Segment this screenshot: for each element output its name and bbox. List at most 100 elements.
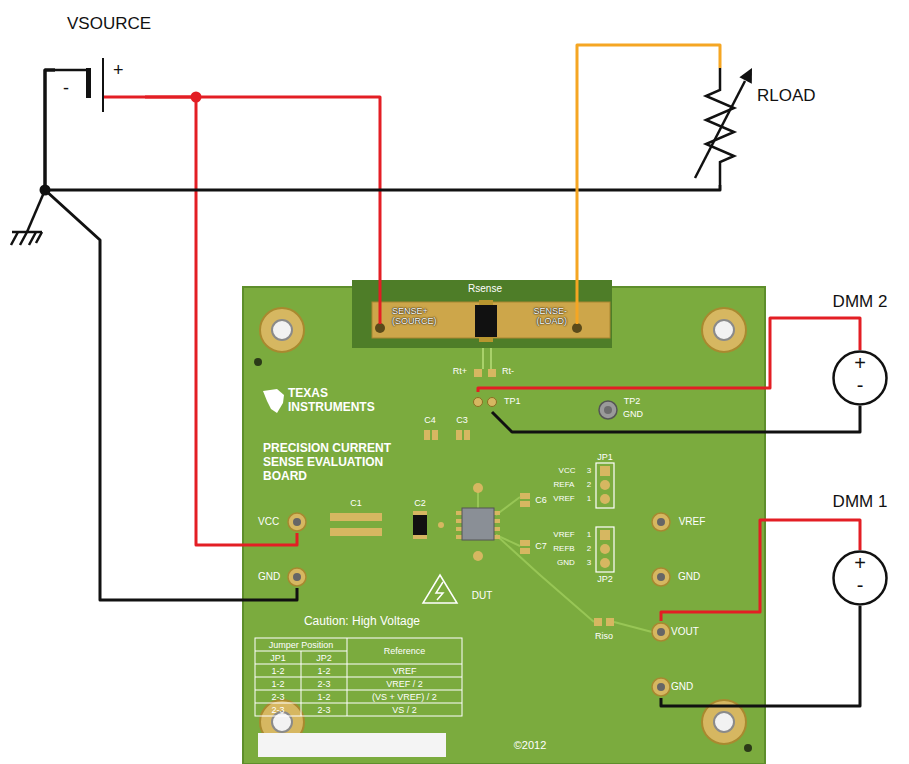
table-cell: Jumper Position — [269, 639, 334, 649]
jumper-header — [594, 463, 614, 626]
pin-number: 2 — [587, 544, 591, 553]
jumper-header — [596, 527, 614, 572]
capacitor-pads — [520, 540, 530, 546]
terminal-pad — [293, 573, 301, 581]
dut-chip — [456, 519, 462, 523]
capacitor-pads — [413, 511, 427, 515]
part-name: Riso — [595, 631, 613, 641]
jumper-header — [600, 466, 610, 476]
variable-resistor: RLOAD — [695, 68, 745, 185]
sense-resistor-strip — [479, 300, 493, 306]
ti-logo — [263, 389, 284, 413]
jumper-header — [596, 463, 614, 508]
table-cell: 1-2 — [317, 691, 330, 701]
warning-symbol — [423, 575, 457, 603]
battery-source: VSOURCE-+ — [55, 58, 145, 112]
battery-plate — [102, 58, 104, 112]
battery-lead — [104, 96, 145, 99]
sense-resistor-strip — [475, 305, 497, 337]
table-cell: VS / 2 — [392, 704, 417, 714]
table-cell: 1-2 — [271, 665, 284, 675]
jumper-header — [600, 494, 610, 504]
multimeter: DMM 1+- — [832, 550, 888, 606]
pcb-trace — [614, 622, 652, 632]
jumper-table-grid — [301, 651, 302, 716]
pin-label: REFB — [553, 544, 574, 553]
wire — [478, 318, 860, 392]
wire — [145, 97, 380, 280]
jumper-table-grid — [255, 638, 462, 716]
dut-chip — [456, 535, 462, 539]
jumper-header — [594, 618, 602, 626]
jumper-header — [600, 480, 610, 490]
table-cell: 2-3 — [271, 704, 284, 714]
dut-chip — [473, 483, 483, 493]
pin-label: Rt- — [502, 366, 514, 376]
source-label: VSOURCE — [67, 14, 151, 34]
jumper-table-grid — [255, 664, 462, 665]
mounting-hole — [272, 712, 292, 732]
terminal-label: GND — [258, 571, 280, 583]
wire-junction — [191, 92, 202, 103]
capacitor-pads — [464, 430, 470, 440]
polarity-mark: + — [854, 352, 866, 375]
warning-symbol — [436, 582, 443, 600]
terminal-pad — [652, 623, 670, 641]
meter-circle — [834, 552, 887, 605]
resistor-symbol — [695, 68, 745, 185]
table-cell: VREF / 2 — [386, 678, 423, 688]
table-cell: JP2 — [316, 652, 332, 662]
test-pads — [488, 398, 497, 407]
part-name: C4 — [424, 415, 436, 425]
pcb-trace — [496, 497, 520, 515]
mounting-hole — [702, 308, 746, 352]
table-cell: Reference — [384, 646, 426, 656]
test-pads — [488, 369, 496, 377]
terminal-label: SENSE+ (SOURCE) — [392, 306, 442, 327]
capacitor-pads — [520, 548, 530, 554]
serial-label-area — [258, 733, 446, 757]
pcb-board — [243, 287, 765, 764]
adjust-arrow — [695, 81, 745, 178]
mounting-hole — [714, 320, 734, 340]
pcb-trace — [496, 535, 520, 546]
terminal-pad — [293, 518, 301, 526]
mounting-hole — [260, 308, 746, 744]
wire-junction — [40, 185, 51, 196]
jumper-header — [600, 530, 610, 540]
terminal-label: GND — [678, 571, 700, 583]
part-name: DUT — [472, 590, 493, 602]
battery-lead — [55, 69, 86, 72]
wire — [577, 45, 720, 280]
test-pads — [604, 406, 612, 414]
part-name: JP2 — [597, 574, 613, 584]
polarity-mark: - — [857, 574, 864, 597]
meter-label: DMM 1 — [833, 492, 888, 512]
pin-number: 3 — [587, 466, 591, 475]
sense-resistor-strip — [576, 280, 579, 324]
pin-number: 2 — [587, 480, 591, 489]
pin-label: VCC — [559, 466, 576, 475]
part-name: C3 — [456, 415, 468, 425]
terminal-pad — [657, 573, 665, 581]
capacitor-pads — [424, 430, 430, 440]
capacitor-pads — [432, 430, 438, 440]
test-pads — [599, 401, 617, 419]
sense-resistor-strip — [379, 280, 382, 324]
wire-junction — [40, 92, 202, 196]
terminal-pad — [657, 518, 665, 526]
sense-resistor-strip — [482, 348, 484, 369]
part-name: C7 — [535, 541, 547, 551]
table-cell: JP1 — [270, 652, 286, 662]
serial-label-area — [258, 733, 446, 757]
terminal-pad — [657, 683, 665, 691]
terminal-pad — [288, 568, 306, 586]
pcb-board — [243, 287, 765, 764]
capacitor-pads — [330, 513, 382, 521]
jumper-table-grid — [255, 690, 462, 691]
capacitor-pads — [456, 430, 462, 440]
ground-symbol — [11, 190, 45, 245]
polarity-mark: - — [63, 78, 69, 99]
multimeter: DMM 2+- — [832, 350, 888, 406]
